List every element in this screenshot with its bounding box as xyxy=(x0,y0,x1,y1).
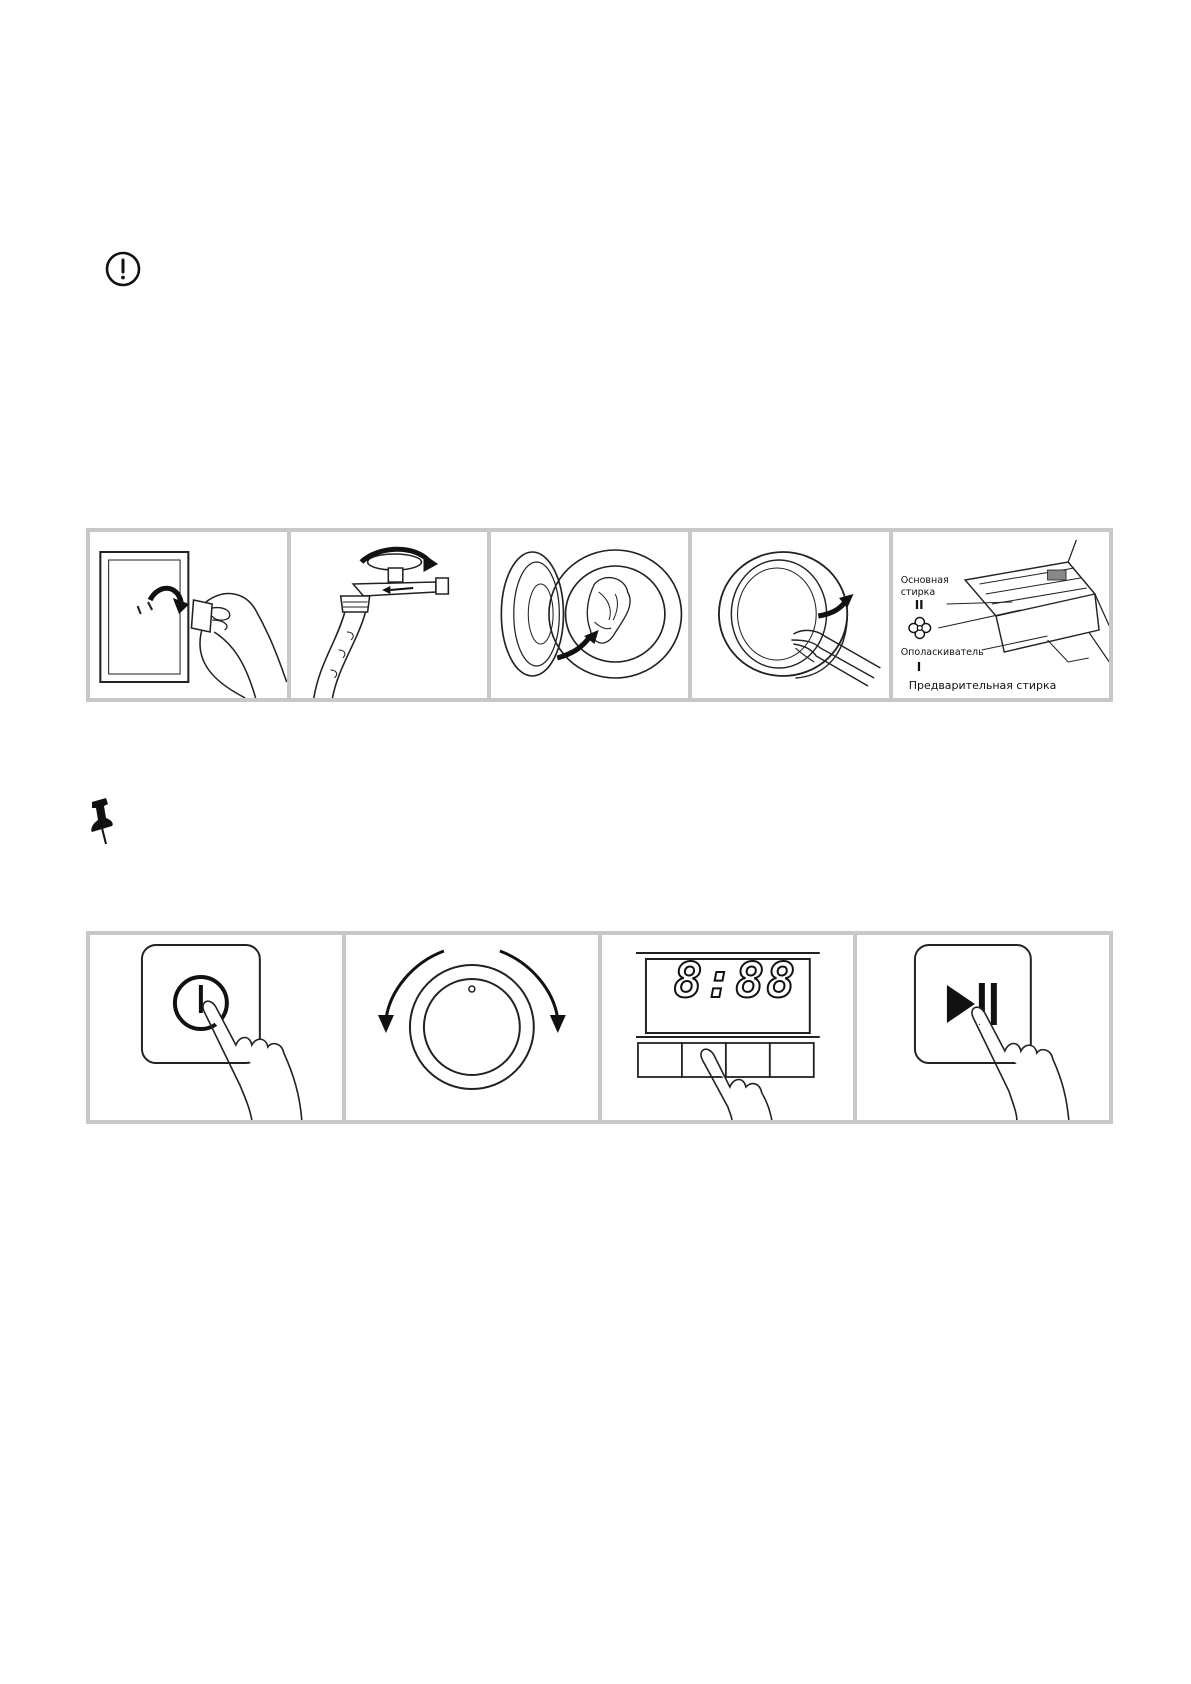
plug-socket-illustration xyxy=(99,551,287,698)
label-softener: Ополаскиватель xyxy=(900,647,984,658)
power-icon xyxy=(172,975,229,1031)
plug-in-power-panel xyxy=(90,532,287,698)
main-wash-symbol: II xyxy=(914,598,924,612)
exclamation-circle-icon xyxy=(105,251,141,287)
select-options-panel: 8:88 xyxy=(601,935,854,1120)
pushpin-icon xyxy=(91,798,113,845)
arrow-cw-icon xyxy=(549,1015,566,1033)
close-door-panel xyxy=(692,532,889,698)
add-detergent-panel: Основная стирка II Ополаскиватель I Пред… xyxy=(892,532,1110,698)
flower-icon xyxy=(907,616,932,640)
play-pause-icon xyxy=(947,983,998,1025)
operation-figure: 8:88 xyxy=(86,931,1113,1124)
close-door-illustration xyxy=(717,551,881,687)
load-laundry-panel xyxy=(491,532,689,698)
display-readout: 8:88 xyxy=(673,953,798,1009)
water-tap-illustration xyxy=(312,546,449,698)
label-main-wash-line2: стирка xyxy=(900,587,936,598)
start-pause-button-illustration xyxy=(914,944,1070,1120)
prewash-symbol: I xyxy=(916,660,922,674)
display-panel-illustration xyxy=(635,952,820,1120)
label-main-wash-line1: Основная xyxy=(900,575,949,586)
preparation-figure: Основная стирка II Ополаскиватель I Пред… xyxy=(86,528,1113,702)
program-knob-illustration xyxy=(377,949,566,1090)
arrow-ccw-icon xyxy=(377,1015,394,1033)
turn-program-knob-panel xyxy=(345,935,598,1120)
open-water-tap-panel xyxy=(290,532,488,698)
detergent-drawer-illustration xyxy=(907,539,1110,663)
load-laundry-illustration xyxy=(500,549,683,679)
label-prewash: Предварительная стирка xyxy=(908,679,1057,692)
press-start-pause-panel xyxy=(857,935,1109,1120)
press-power-panel xyxy=(90,935,342,1120)
power-button-illustration xyxy=(140,944,303,1120)
